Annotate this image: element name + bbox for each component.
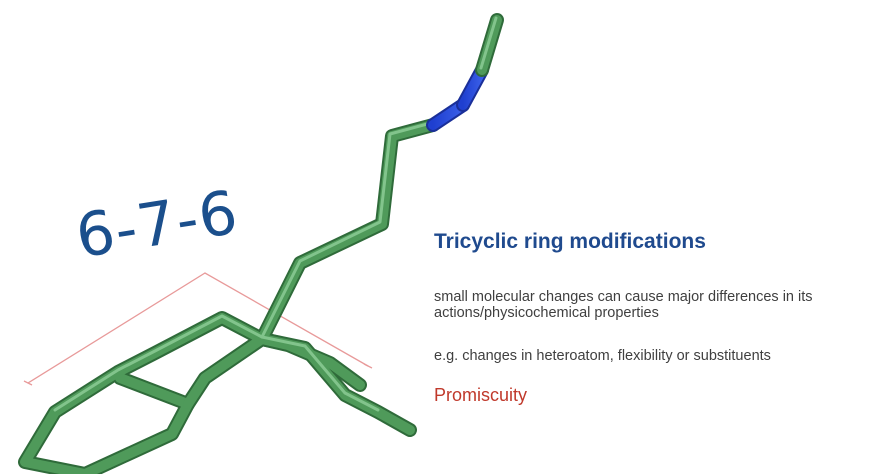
description-text: small molecular changes can cause major …	[434, 289, 813, 321]
highlight-text: Promiscuity	[434, 385, 528, 405]
angle-bracket-tick-right	[363, 363, 373, 369]
example-text: e.g. changes in heteroatom, flexibility …	[434, 348, 771, 364]
slide-title: Tricyclic ring modifications	[434, 230, 706, 253]
carbon-bonds	[20, 120, 438, 474]
angle-bracket-tick-left	[23, 380, 33, 386]
carbon-skeleton	[18, 118, 440, 474]
nitrogen-group	[426, 13, 504, 132]
angle-bracket	[27, 272, 369, 384]
